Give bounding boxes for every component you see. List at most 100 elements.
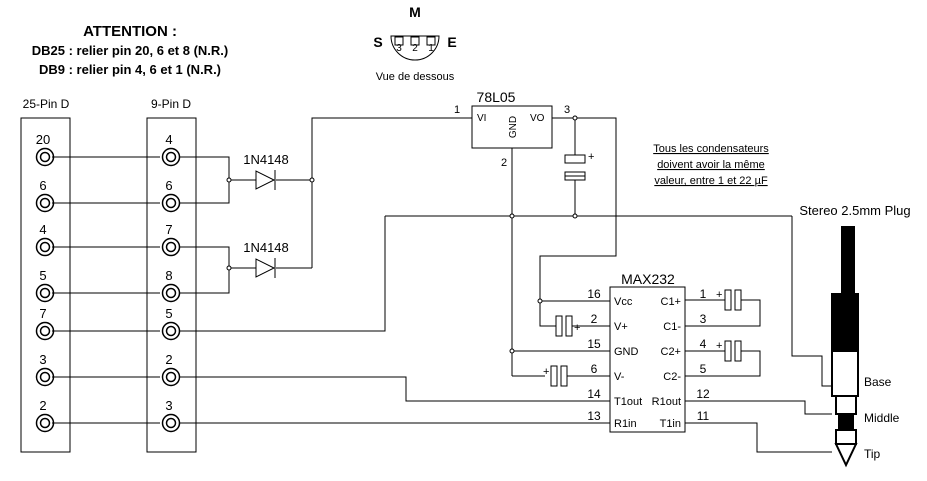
db25-title: 25-Pin D (23, 97, 70, 111)
db25-pin-5-inner-ring (39, 371, 51, 383)
db25-pin-label: 5 (39, 268, 46, 283)
db9-pin-6-inner-ring (165, 417, 177, 429)
cap-c2-polarity: + (716, 340, 722, 352)
cap-vminus (550, 365, 568, 387)
max232-right-label: T1in (660, 418, 681, 430)
db9-pin-label: 2 (165, 352, 172, 367)
regulator-gnd-label: GND (508, 116, 519, 138)
note-line-1: Tous les condensateurs (653, 143, 769, 155)
max232-right-label: C1- (663, 321, 681, 333)
diode-d2 (255, 258, 276, 278)
max232-name: MAX232 (621, 271, 675, 287)
db25-pin-label: 7 (39, 306, 46, 321)
db9-pin-0-inner-ring (165, 151, 177, 163)
max232-right-pin-number: 5 (700, 362, 707, 376)
junction-dots (226, 115, 578, 354)
diode-d2-label: 1N4148 (243, 240, 289, 255)
db25-pin-4-inner-ring (39, 325, 51, 337)
regulator-vi-label: VI (477, 113, 486, 124)
max232-left-pin-number: 13 (587, 409, 601, 423)
attention-db9: DB9 : relier pin 4, 6 et 1 (N.R.) (39, 62, 221, 77)
max232-left-pin-number: 6 (591, 362, 598, 376)
db9-pin-1-inner-ring (165, 197, 177, 209)
db9-pin-label: 7 (165, 222, 172, 237)
max232-right-pin-number: 1 (700, 287, 707, 301)
db25-pin-6-inner-ring (39, 417, 51, 429)
db9-pin-label: 3 (165, 398, 172, 413)
max232-right-pin-number: 3 (700, 312, 707, 326)
note-line-3: valeur, entre 1 et 22 µF (654, 175, 768, 187)
db9-title: 9-Pin D (151, 97, 191, 111)
regulator-pin-out: 3 (564, 104, 570, 116)
db25-pin-0-inner-ring (39, 151, 51, 163)
note-line-2: doivent avoir la même (657, 159, 765, 171)
regulator-pinout-drawing (390, 35, 440, 61)
db25-pin-3-inner-ring (39, 287, 51, 299)
db9-pin-3-inner-ring (165, 287, 177, 299)
max232-left-label: Vcc (614, 296, 633, 308)
db9-pin-4-inner-ring (165, 325, 177, 337)
max232-left-pin-number: 16 (587, 287, 601, 301)
db9-pin-label: 6 (165, 178, 172, 193)
max232-left-pin-number: 2 (591, 312, 598, 326)
db9-pin-2-inner-ring (165, 241, 177, 253)
pinout-pin-2: 2 (412, 43, 418, 54)
max232-left-label: R1in (614, 418, 637, 430)
max232-body (609, 286, 686, 433)
pinout-label-m: M (409, 4, 421, 20)
cap-vplus-polarity: + (574, 322, 580, 334)
regulator-pin-in: 1 (454, 104, 460, 116)
regulator-body (471, 105, 553, 149)
attention-title: ATTENTION : (83, 23, 177, 40)
pinout-label-e: E (447, 34, 456, 50)
output-capacitor (564, 154, 586, 181)
max232-left-label: V- (614, 371, 625, 383)
regulator-vo-label: VO (530, 113, 545, 124)
cap-vminus-polarity: + (543, 366, 549, 378)
cap-c1-polarity: + (716, 289, 722, 301)
db25-connector (20, 117, 71, 453)
pinout-pin-1: 1 (428, 43, 434, 54)
plug-title: Stereo 2.5mm Plug (799, 203, 910, 218)
pinout-pin-3: 3 (396, 43, 402, 54)
db9-pin-5-inner-ring (165, 371, 177, 383)
attention-db25: DB25 : relier pin 20, 6 et 8 (N.R.) (32, 43, 229, 58)
max232-left-pin-number: 14 (587, 387, 601, 401)
cap-vplus (555, 315, 573, 337)
db9-pin-label: 4 (165, 132, 172, 147)
plug-tip-label: Tip (864, 447, 881, 461)
pinout-caption: Vue de dessous (376, 71, 455, 83)
max232-right-pin-number: 12 (696, 387, 710, 401)
pinout-label-s: S (373, 34, 382, 50)
max232-left-label: T1out (614, 396, 642, 408)
diode-d1-label: 1N4148 (243, 152, 289, 167)
db25-pin-label: 2 (39, 398, 46, 413)
max232-right-pin-number: 11 (697, 409, 710, 423)
cap-c1 (724, 289, 742, 311)
max232-left-label: GND (614, 346, 639, 358)
db25-pin-1-inner-ring (39, 197, 51, 209)
db9-connector (146, 117, 197, 453)
db25-pin-label: 6 (39, 178, 46, 193)
max232-right-label: C2+ (661, 346, 682, 358)
db25-pin-2-inner-ring (39, 241, 51, 253)
max232-right-label: R1out (652, 396, 681, 408)
max232-right-label: C1+ (661, 296, 682, 308)
db9-pin-label: 5 (165, 306, 172, 321)
regulator-pin-gnd: 2 (501, 157, 507, 169)
max232-right-pin-number: 4 (700, 337, 707, 351)
plug-base-label: Base (864, 375, 892, 389)
db25-pin-label: 4 (39, 222, 46, 237)
output-capacitor-polarity: + (588, 151, 594, 163)
diode-d1 (255, 170, 276, 190)
stereo-plug (831, 226, 859, 468)
plug-middle-label: Middle (864, 411, 900, 425)
db25-pin-label: 20 (36, 132, 50, 147)
max232-right-label: C2- (663, 371, 681, 383)
cap-c2 (724, 340, 742, 362)
max232-left-label: V+ (614, 321, 628, 333)
